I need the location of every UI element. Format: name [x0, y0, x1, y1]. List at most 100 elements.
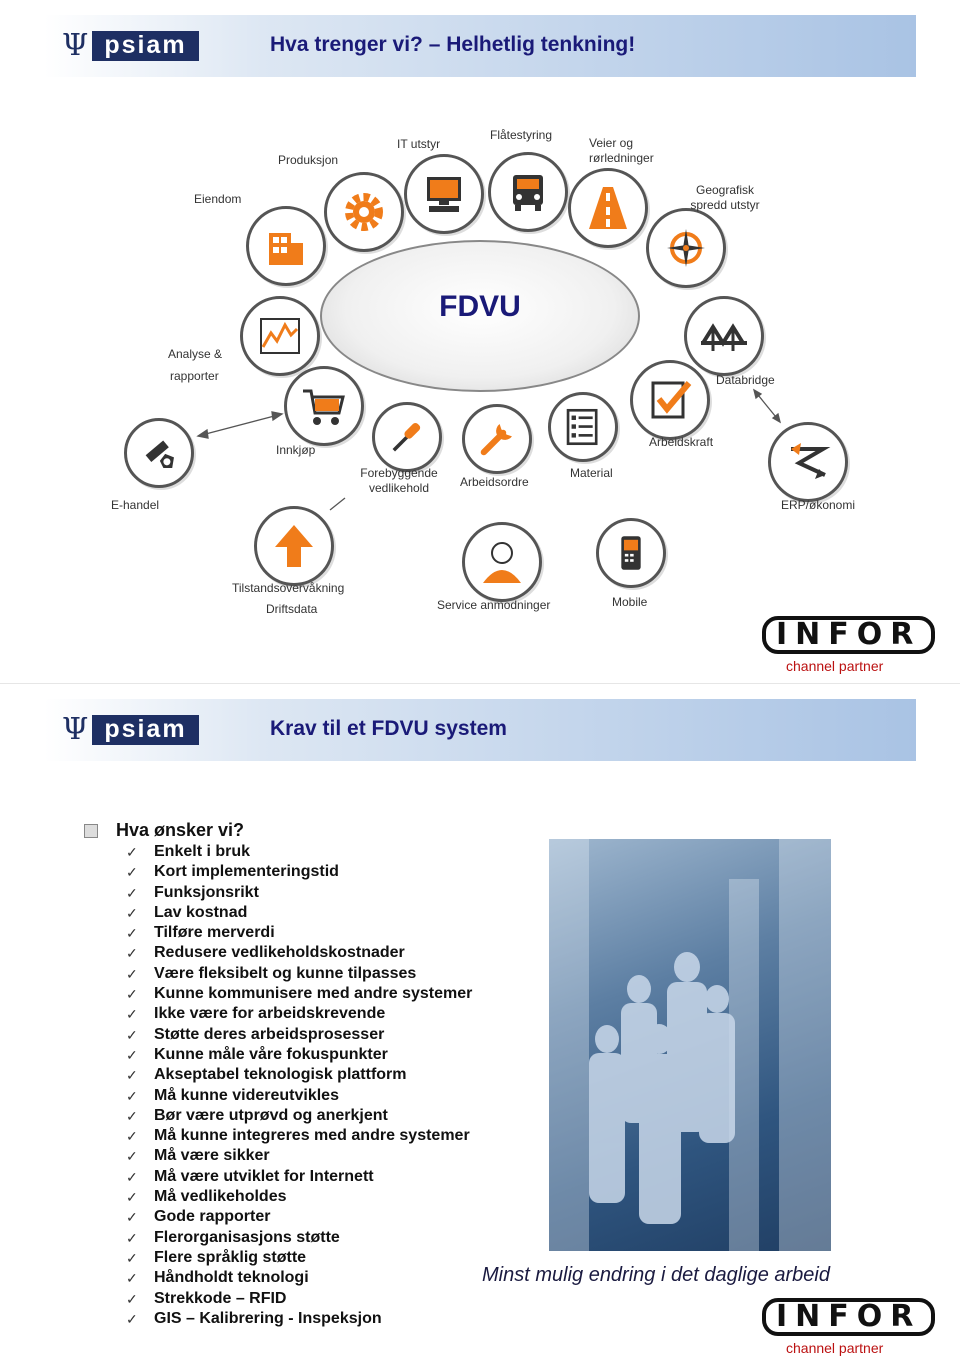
- infor-logo: INFOR channel partner: [762, 1298, 936, 1360]
- list-item-text: Gode rapporter: [154, 1208, 271, 1226]
- infor-word: INFOR: [762, 1298, 936, 1336]
- list-item: ✓ Strekkode – RFID: [126, 1289, 472, 1309]
- infor-logo: INFOR channel partner: [762, 616, 936, 678]
- label-forebyggende: Forebyggende vedlikehold: [360, 466, 438, 495]
- list-item-text: GIS – Kalibrering - Inspeksjon: [154, 1309, 382, 1327]
- slide-header: Ψ psiam Krav til et FDVU system: [44, 699, 916, 761]
- compass-icon: [646, 208, 726, 288]
- checkmark-icon: ✓: [126, 864, 138, 881]
- list-item-text: Må være utviklet for Internett: [154, 1167, 374, 1185]
- checkmark-icon: ✓: [126, 1189, 138, 1206]
- list-item-text: Være fleksibelt og kunne tilpasses: [154, 964, 417, 982]
- requirements-list: ✓ Enkelt i bruk ✓ Kort implementeringstid ✓ F…: [126, 842, 472, 1329]
- wrench-icon: [462, 404, 532, 474]
- bolt-icon: [124, 418, 194, 488]
- arrow-up-icon: [254, 506, 334, 586]
- list-item: ✓Må være utviklet for Internett: [126, 1167, 472, 1187]
- list-item-text: Flere språklig støtte: [154, 1248, 307, 1266]
- list-item: ✓ GIS – Kalibrering - Inspeksjon: [126, 1309, 472, 1329]
- checkmark-icon: ✓: [126, 945, 138, 962]
- slide-krav: Ψ psiam Krav til et FDVU system Hva ønsk…: [0, 684, 960, 1367]
- checkmark-icon: ✓: [126, 965, 138, 982]
- list-item: ✓Akseptabel teknologisk plattform: [126, 1065, 472, 1085]
- list-item: ✓ Kort implementeringstid: [126, 862, 472, 882]
- list-item: ✓Redusere vedlikeholdskostnader: [126, 943, 472, 963]
- list-item: ✓ Være fleksibelt og kunne tilpasses: [126, 964, 472, 984]
- exchange-icon: [768, 422, 848, 502]
- mobile-phone-icon: [596, 518, 666, 588]
- checkmark-icon: ✓: [126, 1310, 138, 1327]
- checkmark-icon: ✓: [126, 1148, 138, 1165]
- building-icon: [246, 206, 326, 286]
- fdvu-label: FDVU: [439, 290, 521, 323]
- label-eiendom: Eiendom: [194, 192, 242, 206]
- computer-icon: [404, 154, 484, 234]
- checkmark-icon: ✓: [126, 1249, 138, 1266]
- checkmark-icon: ✓: [126, 1026, 138, 1043]
- infor-word: INFOR: [762, 616, 936, 654]
- checkmark-icon: ✓: [126, 1087, 138, 1104]
- screwdriver-icon: [372, 402, 442, 472]
- list-item-text: Må være sikker: [154, 1147, 270, 1165]
- list-item: ✓ Må kunne videreutvikles: [126, 1086, 472, 1106]
- label-veier: Veier og rørledninger: [589, 136, 654, 165]
- slide-title: Hva trenger vi? – Helhetlig tenkning!: [270, 33, 636, 56]
- checkmark-icon: ✓: [126, 1290, 138, 1307]
- checkmark-icon: ✓: [126, 1006, 138, 1023]
- shopping-cart-icon: [284, 366, 364, 446]
- psiam-logo: Ψ psiam: [62, 712, 199, 748]
- psi-symbol: Ψ: [62, 28, 89, 63]
- bullet-heading: Hva ønsker vi?: [84, 820, 244, 841]
- list-item-text: Enkelt i bruk: [154, 843, 251, 860]
- checkmark-icon: ✓: [126, 1128, 138, 1145]
- list-item-text: Kort implementeringstid: [154, 863, 339, 881]
- list-item-text: Må vedlikeholdes: [154, 1188, 287, 1206]
- list-item: ✓ Tilføre merverdi: [126, 923, 472, 943]
- bullet-icon: [84, 823, 98, 838]
- checkmark-icon: ✓: [126, 1046, 138, 1063]
- list-item: ✓Lav kostnad: [126, 903, 472, 923]
- truck-icon: [488, 152, 568, 232]
- checklist-icon: [630, 360, 710, 440]
- label-arbeidsordre: Arbeidsordre: [460, 475, 529, 489]
- checkmark-icon: ✓: [126, 844, 138, 860]
- label-erp: ERP/økonomi: [781, 498, 856, 512]
- checkmark-icon: ✓: [126, 925, 138, 942]
- list-item-text: Tilføre merverdi: [154, 924, 275, 942]
- list-item: ✓ Må kunne integreres med andre systemer: [126, 1126, 472, 1146]
- list-item-text: Må kunne integreres med andre systemer: [154, 1127, 470, 1145]
- checkmark-icon: ✓: [126, 1107, 138, 1124]
- infor-sub: channel partner: [786, 1340, 884, 1356]
- list-item-text: Strekkode – RFID: [154, 1289, 287, 1307]
- label-geografisk: Geografisk spredd utstyr: [690, 183, 760, 212]
- list-item: ✓Bør være utprøvd og anerkjent: [126, 1106, 472, 1126]
- checkmark-icon: ✓: [126, 986, 138, 1003]
- label-flatestyring: Flåtestyring: [490, 128, 553, 142]
- road-icon: [568, 168, 648, 248]
- list-item-text: Må kunne videreutvikles: [154, 1086, 339, 1104]
- list-item-text: Kunne måle våre fokuspunkter: [154, 1045, 388, 1063]
- list-item-text: Håndholdt teknologi: [154, 1269, 309, 1287]
- label-rapporter: rapporter: [170, 369, 219, 383]
- checkmark-icon: ✓: [126, 1270, 138, 1287]
- list-item: ✓Kunne kommunisere med andre systemer: [126, 984, 472, 1004]
- list-item: ✓ Må vedlikeholdes: [126, 1187, 472, 1207]
- list-item-text: Funksjonsrikt: [154, 883, 259, 901]
- slide-title: Krav til et FDVU system: [270, 717, 507, 740]
- photo-caption: Minst mulig endring i det daglige arbeid: [482, 1264, 830, 1286]
- psiam-logo: Ψ psiam: [62, 28, 199, 64]
- infor-sub: channel partner: [786, 658, 884, 674]
- bridge-icon: [684, 296, 764, 376]
- list-item: ✓ Kunne måle våre fokuspunkter: [126, 1045, 472, 1065]
- list-item-text: Ikke være for arbeidskrevende: [154, 1005, 386, 1023]
- fdvu-ellipse: FDVU: [320, 240, 640, 392]
- checkmark-icon: ✓: [126, 1229, 138, 1246]
- heading-text: Hva ønsker vi?: [116, 820, 245, 840]
- label-it-utstyr: IT utstyr: [397, 137, 441, 151]
- checkmark-icon: ✓: [126, 884, 138, 901]
- list-item: ✓ Må være sikker: [126, 1146, 472, 1166]
- logo-text: psiam: [92, 31, 199, 61]
- connector-lines: [196, 388, 782, 511]
- slide-header: Ψ psiam Hva trenger vi? – Helhetlig tenk…: [44, 15, 916, 77]
- list-item: ✓Gode rapporter: [126, 1207, 472, 1227]
